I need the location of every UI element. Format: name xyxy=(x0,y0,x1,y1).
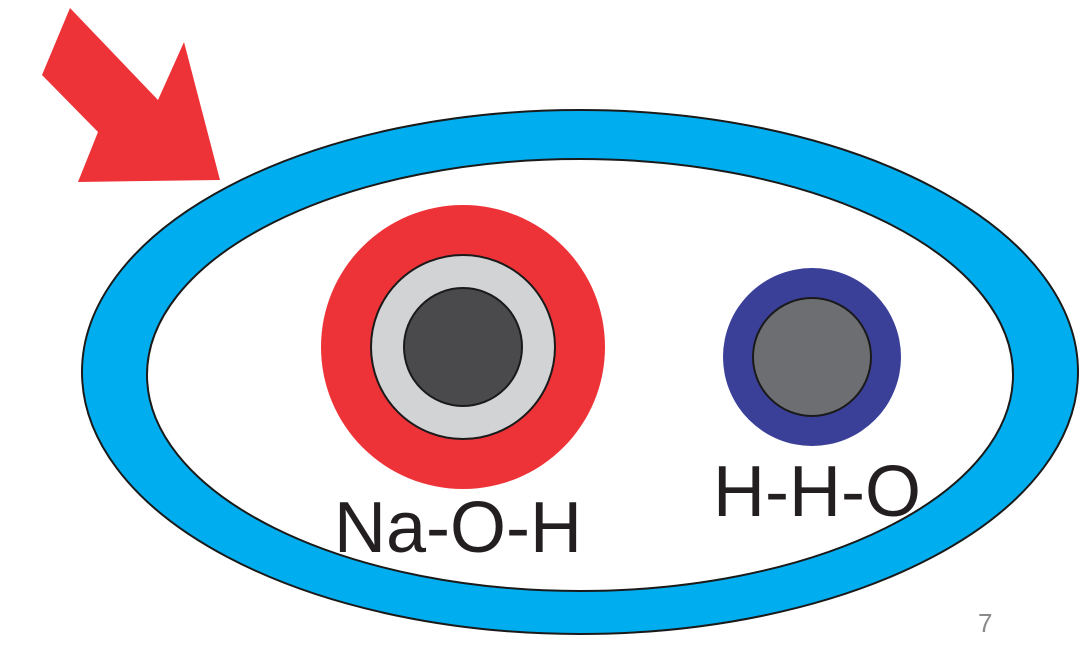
water-label: H-H-O xyxy=(713,452,921,532)
naoh-molecule xyxy=(321,205,605,489)
water-core xyxy=(752,297,872,417)
naoh-label: Na-O-H xyxy=(334,488,582,568)
slide-number: 7 xyxy=(978,608,993,638)
arrow-icon xyxy=(42,8,220,182)
naoh-core xyxy=(403,287,523,407)
water-molecule xyxy=(723,268,901,446)
